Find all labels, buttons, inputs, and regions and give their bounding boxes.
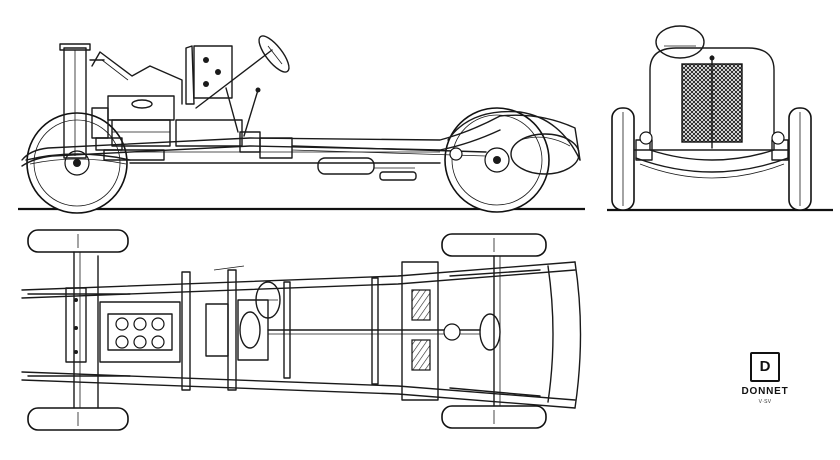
side-view (18, 35, 585, 214)
brand-initial: D (759, 358, 771, 375)
monogram-d-icon: D (750, 352, 780, 382)
brand-model: V·SV (758, 399, 772, 405)
rear-wheel (444, 107, 550, 213)
plan-view (21, 229, 582, 431)
brand-block: D DONNET V·SV (735, 352, 795, 406)
brand-name: DONNET (741, 386, 789, 397)
front-view (607, 25, 833, 212)
